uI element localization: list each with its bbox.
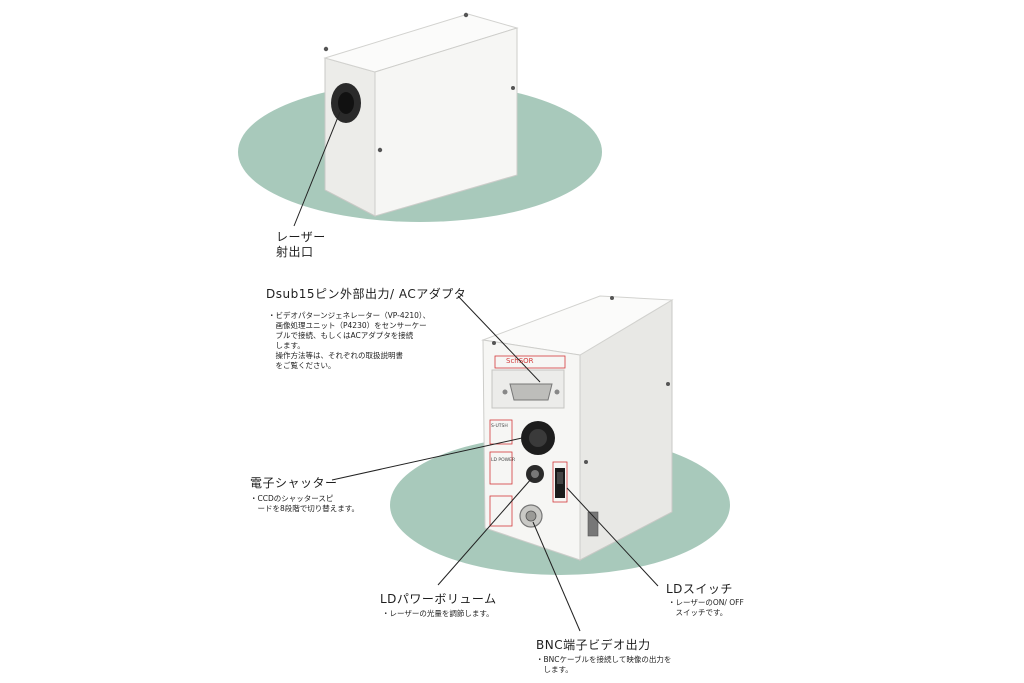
shutter-tag-label: S-UTSH [491,424,508,429]
dsub-title: Dsub15ピン外部出力/ ACアダプタ [266,287,467,301]
ld-switch-title: LDスイッチ [666,582,733,596]
screw-icon [584,460,588,464]
dsub-connector-icon [509,383,553,401]
bnc-desc: ・BNCケーブルを接続して映像の出力を します。 [536,655,672,674]
screw-icon [463,12,469,18]
screw-icon [610,296,614,300]
shutter-knob-inner-icon [529,429,547,447]
screw-icon [666,382,670,386]
leader-line-dsub [457,295,541,383]
laser-port-inner-icon [338,92,354,114]
ld-switch-rocker-icon [557,472,563,484]
brand-plate [494,355,566,369]
leader-line-laser-port [293,111,341,227]
screw-icon [511,86,515,90]
side-fitting-icon [587,511,599,537]
screw-icon [377,147,383,153]
brand-label: SchSOR [506,357,534,365]
dsub-desc: ・ビデオパターンジェネレーター（VP-4210）、 画像処理ユニット（P4230… [268,311,431,370]
leader-line-shutter [331,437,523,481]
ld-switch-frame [552,461,568,503]
shutter-title: 電子シャッター [250,476,338,490]
screw-icon [492,341,496,345]
ld-power-knob-inner-icon [531,470,539,478]
shutter-tag-frame [489,419,513,445]
shutter-desc: ・CCDのシャッタースピ ードを8段階で切り替えます。 [250,494,360,513]
laser-port-title: レーザー 射出口 [276,230,326,259]
screw-icon [323,46,329,52]
screw-icon [554,389,560,395]
power-tag-frame [489,451,513,485]
bnc-connector-inner-icon [525,510,537,522]
leader-line-ld-power [437,477,533,586]
bnc-tag-frame [489,495,513,527]
power-tag-label: LD POWER [491,458,516,463]
bnc-title: BNC端子ビデオ出力 [536,638,651,652]
ld-switch-desc: ・レーザーのON/ OFF スイッチです。 [668,598,744,617]
device-top-side-face [324,57,376,217]
leader-line-ld-switch [566,487,659,587]
screw-icon [502,389,508,395]
ld-power-title: LDパワーボリューム [380,592,497,606]
device-top-front-face [374,27,518,217]
ld-power-desc: ・レーザーの光量を調節します。 [382,609,494,618]
leader-line-bnc [532,521,581,632]
